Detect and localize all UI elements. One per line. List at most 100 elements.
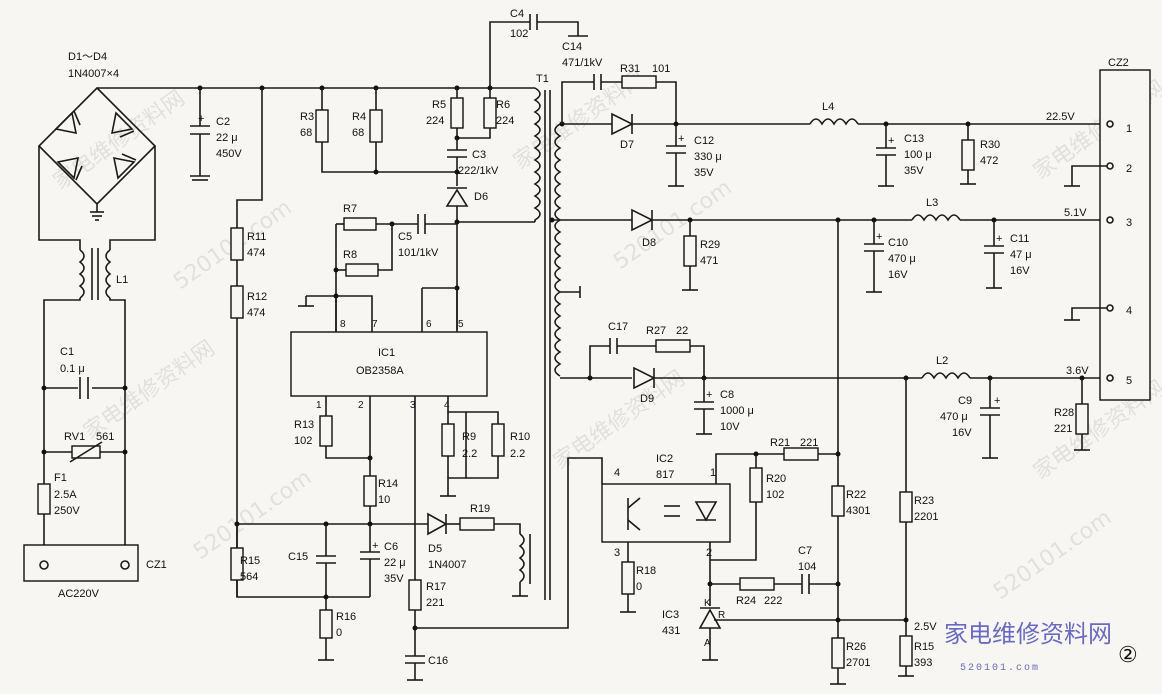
label-c9-value: 470 μ [940,411,968,423]
label-r29-value: 471 [700,255,718,267]
pin-4: 4 [444,400,450,411]
label-r5: R5 [432,99,446,111]
label-r5-value: 224 [426,115,444,127]
label-r15b-value: 393 [914,657,932,669]
label-ic3-r: R [718,610,725,621]
ic1-ob2358a [290,331,488,397]
resistor-r13 [319,415,333,447]
label-r6-value: 224 [496,115,514,127]
brand-logo-text: 家电维修资料网 [944,620,1112,648]
label-c6-value: 22 μ [384,557,406,569]
label-c7-value: 104 [798,561,816,573]
plus-sign: + [888,135,894,147]
label-rv1: RV1 [64,431,85,443]
watermark-url: 520101.com [989,505,1116,605]
watermark-url: 520101.com [189,465,316,565]
label-r12: R12 [247,291,267,303]
pin-8: 8 [340,319,346,330]
label-r11: R11 [247,231,266,243]
label-r24: R24 [736,595,756,607]
label-r18-value: 0 [636,581,642,593]
pin-5: 5 [458,319,464,330]
label-ic1-part: OB2358A [356,365,404,377]
label-r16-value: 0 [336,627,342,639]
label-r23-value: 2201 [914,511,938,523]
label-r14-value: 10 [378,494,390,506]
inductor-l2 [921,372,971,380]
label-r24-value: 222 [764,595,782,607]
connector-cz2 [1099,69,1151,401]
label-c13-voltage: 35V [904,165,924,177]
label-c9-voltage: 16V [952,427,972,439]
resistor-r30 [961,139,975,171]
resistor-r23 [899,491,913,523]
capacitor-c2 [190,88,210,181]
bridge-rectifier-d1-d4 [37,86,157,221]
plus-sign: + [372,540,378,552]
label-r4-value: 68 [352,127,364,139]
label-r18: R18 [636,565,656,577]
label-r6: R6 [496,99,510,111]
diode-d7 [611,112,634,136]
plus-sign: + [198,113,204,125]
label-r17-value: 221 [426,597,444,609]
resistor-r31 [621,75,657,89]
label-r30-value: 472 [980,155,998,167]
resistor-r27 [655,339,691,353]
resistor-r20 [749,467,763,503]
label-r13: R13 [294,419,314,431]
plus-sign: + [706,389,712,401]
label-2-5v: 2.5V [914,621,937,633]
shunt-regulator-ic3 [698,607,722,660]
label-r7: R7 [343,203,357,215]
label-22-5v: 22.5V [1046,111,1075,123]
pin-1: 1 [316,400,322,411]
resistor-r11 [230,227,244,261]
label-d1-d4: D1～D4 [68,51,107,63]
resistor-r18 [621,561,635,595]
resistor-r4 [369,109,383,143]
label-r28: R28 [1054,407,1074,419]
label-t1: T1 [536,73,549,85]
inductor-l3 [911,214,961,222]
label-r9-value: 2.2 [462,448,477,460]
label-c10-voltage: 16V [888,269,908,281]
cz2-pin-4: 4 [1126,305,1132,317]
resistor-r16 [319,609,333,639]
resistor-r29 [683,235,697,267]
connector-cz1 [23,544,139,582]
cz2-pin-5: 5 [1126,375,1132,387]
label-f1-voltage: 250V [54,505,80,517]
plus-sign: + [678,133,684,145]
label-f1-value: 2.5A [54,489,77,501]
label-r19: R19 [470,503,490,515]
label-r30: R30 [980,139,1000,151]
pin-2: 2 [706,547,712,559]
label-c4-value: 102 [510,28,528,40]
label-l2: L2 [936,355,948,367]
label-c5: C5 [398,231,412,243]
label-r23: R23 [914,495,934,507]
label-c15: C15 [288,551,308,563]
label-r10-value: 2.2 [510,448,525,460]
label-c14-value: 471/1kV [562,57,603,69]
label-c3-value: 222/1kV [458,165,499,177]
label-r21: R21 [770,437,790,449]
watermark-text: 家电维修资料网 [49,86,190,195]
label-ic3-k: K [704,598,711,609]
label-r29: R29 [700,239,720,251]
label-c13-value: 100 μ [904,149,932,161]
label-c10-value: 470 μ [888,253,916,265]
label-c4: C4 [510,8,524,20]
label-r15b: R15 [914,641,934,653]
label-r31: R31 [620,63,640,75]
plus-sign: + [876,231,882,243]
pin-3: 3 [614,547,620,559]
label-c1: C1 [60,346,74,358]
label-c2-voltage: 450V [216,148,242,160]
resistor-r9 [441,423,455,457]
label-r31-value: 101 [652,63,670,75]
label-c13: C13 [904,133,924,145]
label-r22-value: 4301 [846,505,870,517]
